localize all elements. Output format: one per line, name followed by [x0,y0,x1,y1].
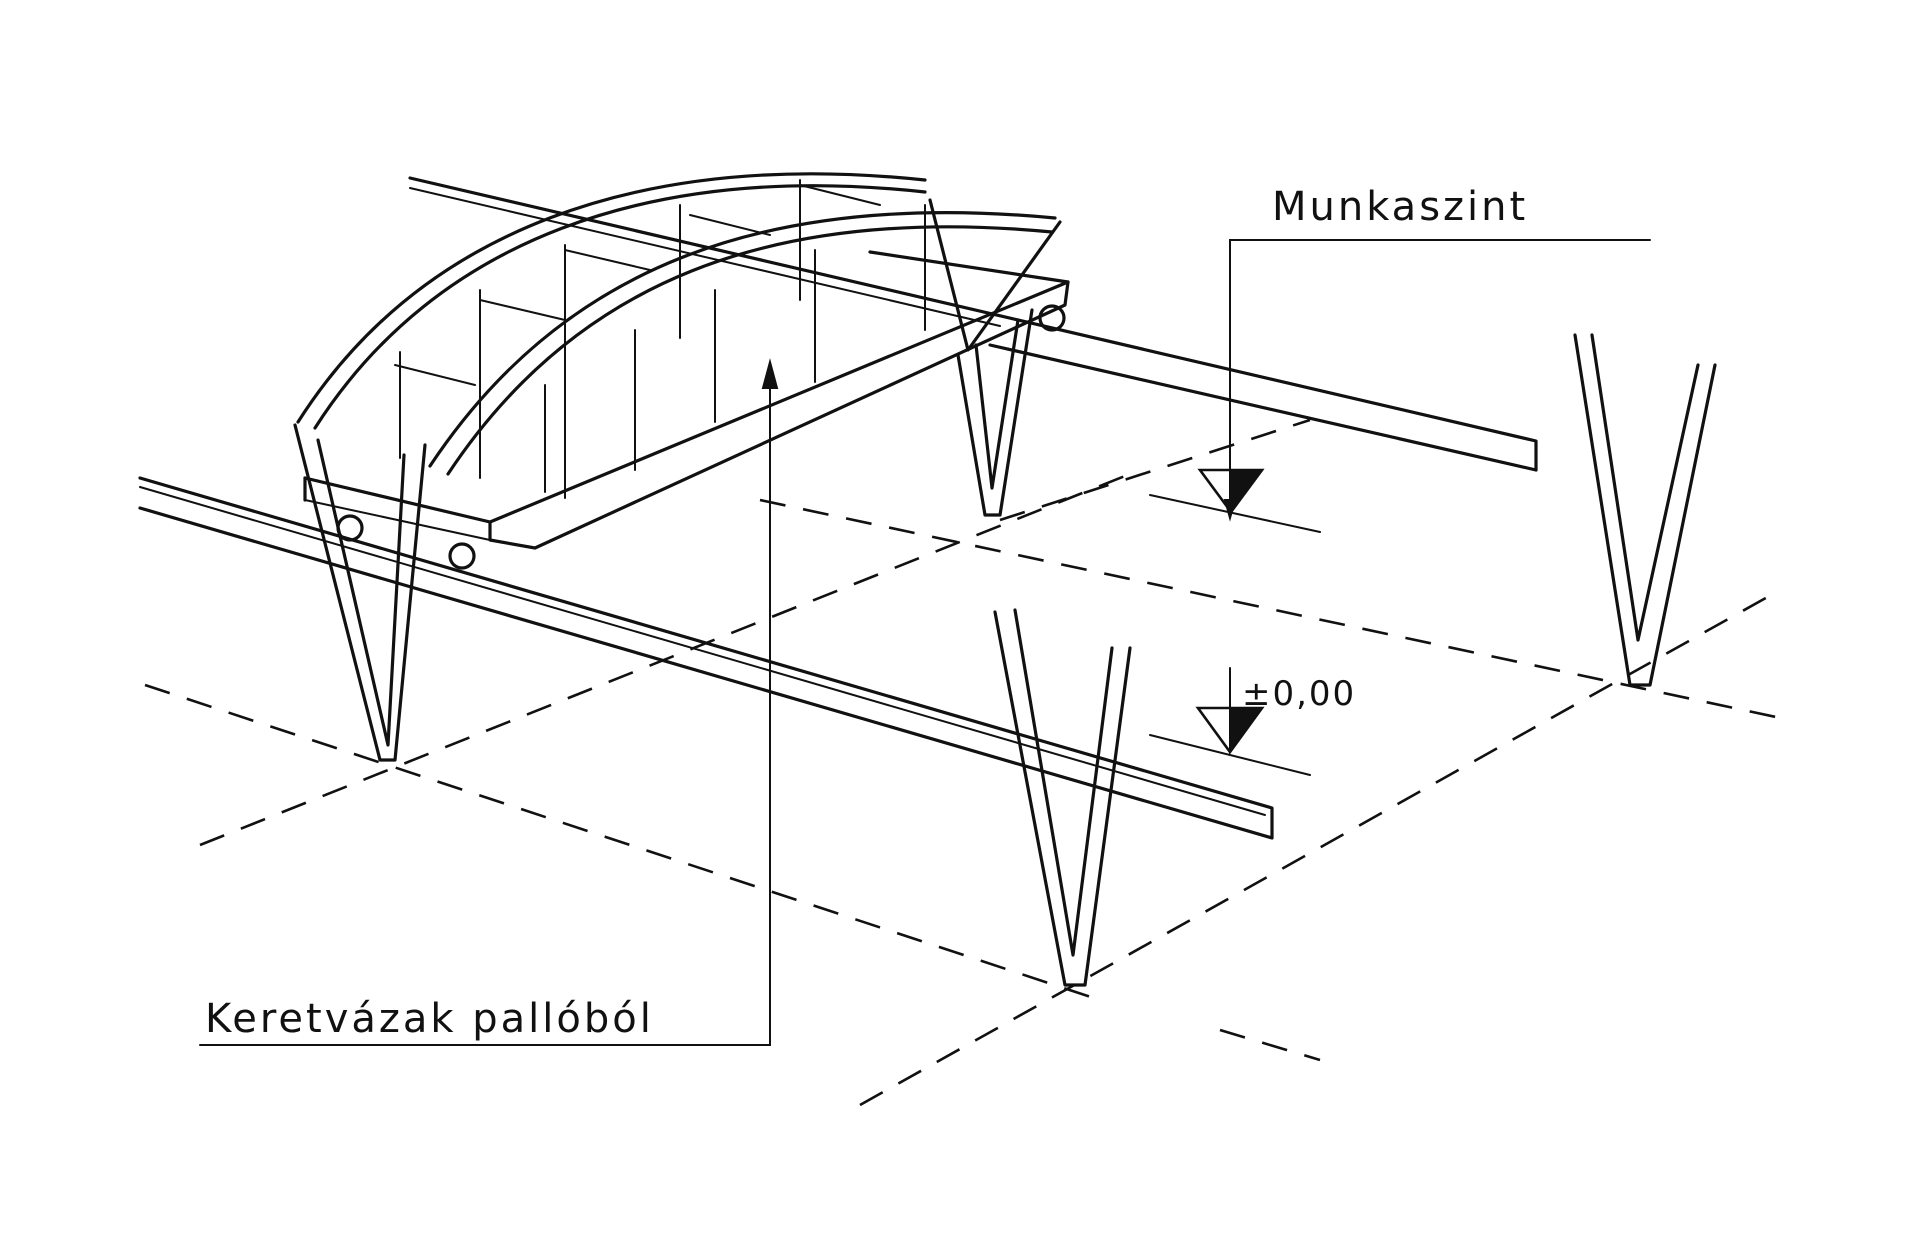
ground-grid [144,418,1791,1107]
v-frames [293,198,1717,987]
frames-label: Keretvázak pallóból [205,996,654,1042]
arches [296,172,1057,476]
trolley-platform [303,250,1070,570]
work-level-callout: Munkaszint [1149,184,1651,533]
ground-level-mark: ±0,00 [1149,667,1356,776]
work-level-label: Munkaszint [1272,184,1528,230]
rails [138,176,1538,840]
hanging-posts [394,179,926,499]
frames-callout: Keretvázak pallóból [199,358,779,1046]
ground-level-label: ±0,00 [1242,674,1356,714]
